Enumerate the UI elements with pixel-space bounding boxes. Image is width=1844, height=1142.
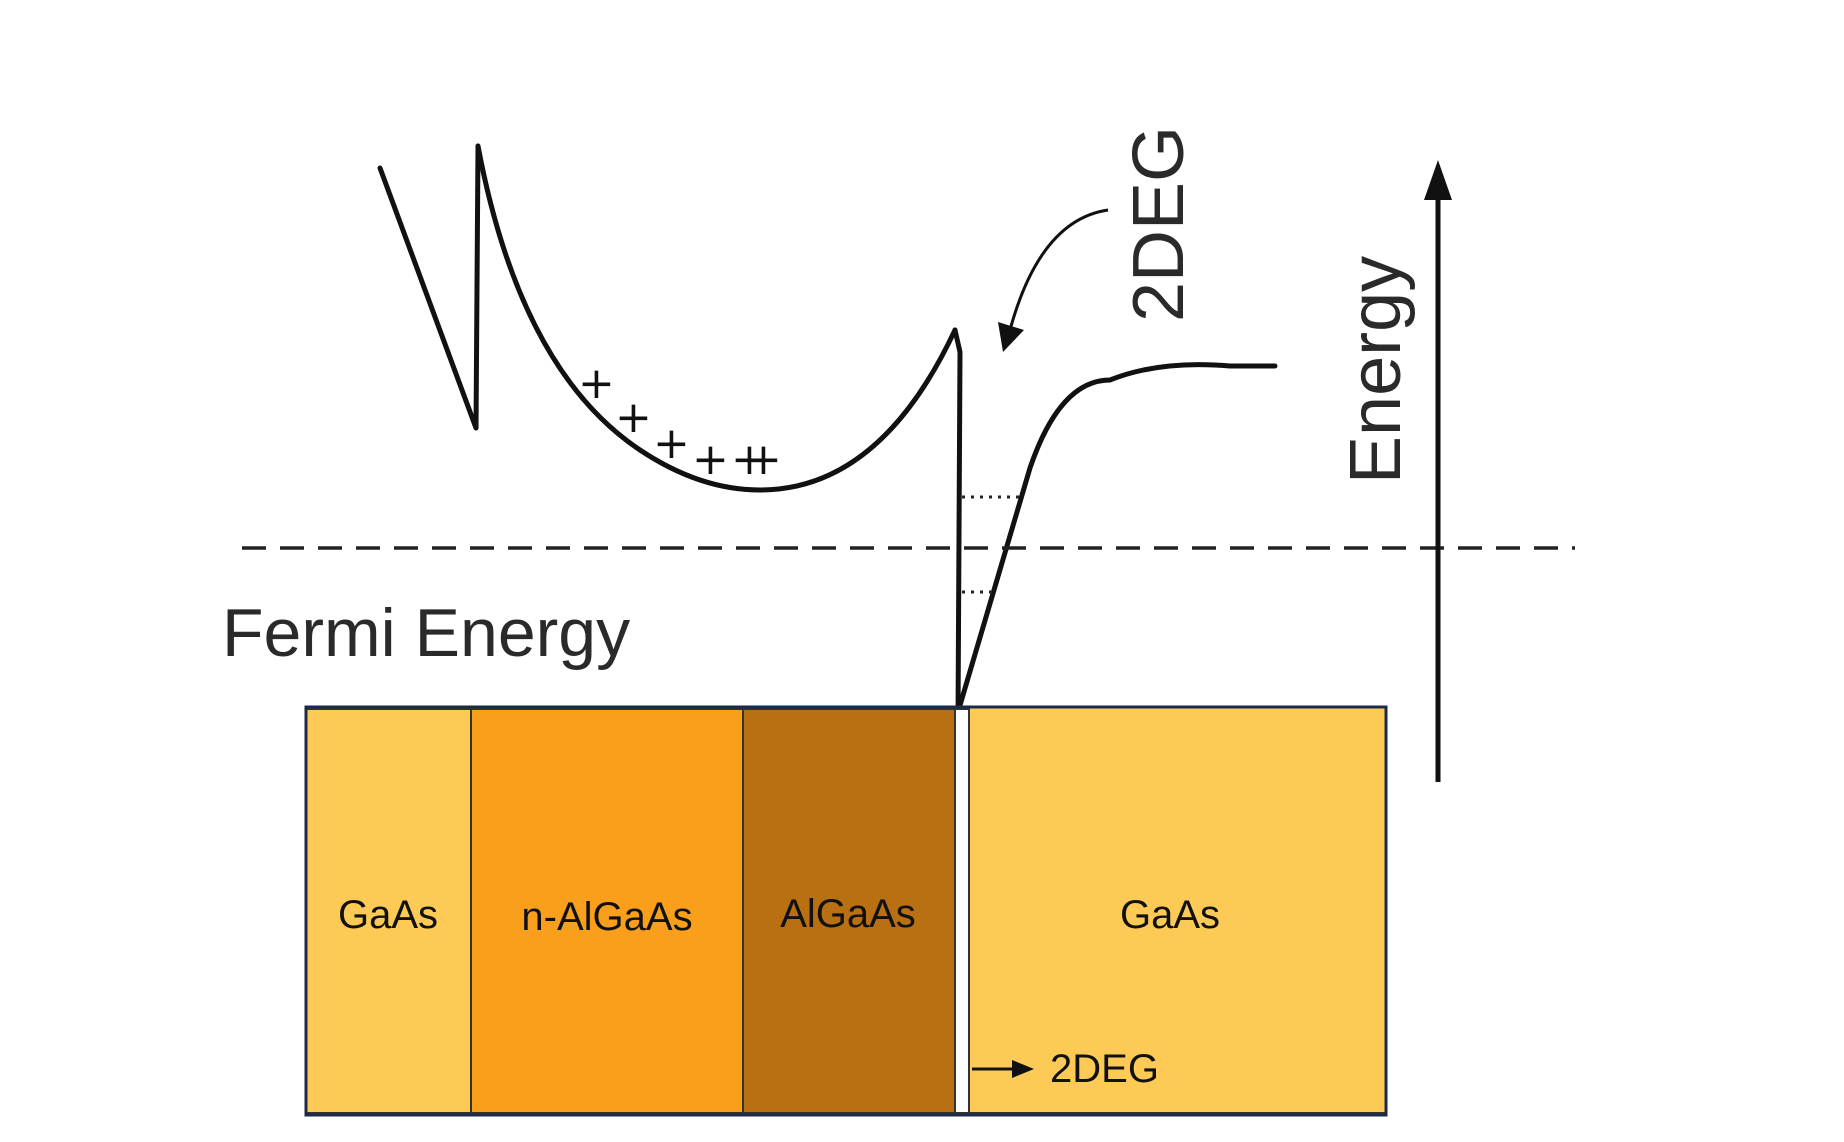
donor-plus: + [731, 434, 768, 485]
band-left-segment [377, 143, 481, 431]
layer-stack: GaAs n-AlGaAs AlGaAs GaAs 2DEG [304, 705, 1388, 1117]
layer-gaas-right [968, 706, 1387, 1114]
donor-plus: + [692, 434, 729, 485]
layer-label-gaas-left: GaAs [338, 893, 438, 937]
donor-plus: + [653, 418, 690, 469]
energy-axis-arrowhead [1424, 160, 1452, 200]
donor-plus: + [615, 392, 652, 443]
twodeg-arrowhead [998, 322, 1024, 352]
twodeg-marker-label: 2DEG [1050, 1047, 1159, 1091]
interface-strip [954, 708, 970, 1114]
twodeg-rotated-label: 2DEG [1119, 126, 1199, 322]
donor-plus: + [745, 434, 782, 485]
twodeg-curved-arrow [1008, 208, 1109, 331]
band-spike [952, 327, 963, 723]
layer-algaas [742, 708, 956, 1114]
layer-label-n-algaas: n-AlGaAs [521, 895, 692, 939]
layer-label-algaas: AlGaAs [780, 892, 916, 936]
band-well-and-flat [955, 362, 1278, 715]
layer-n-algaas [470, 708, 744, 1114]
ionized-donors: + + + + + + [578, 358, 782, 485]
layer-stack-border [304, 705, 1388, 1117]
band-bending-curve [475, 143, 958, 493]
donor-plus: + [578, 358, 615, 409]
fermi-energy-label: Fermi Energy [222, 595, 630, 671]
twodeg-marker-arrowhead [1012, 1060, 1034, 1078]
energy-axis-label: Energy [1336, 256, 1416, 484]
layer-label-gaas-right: GaAs [1120, 893, 1220, 937]
